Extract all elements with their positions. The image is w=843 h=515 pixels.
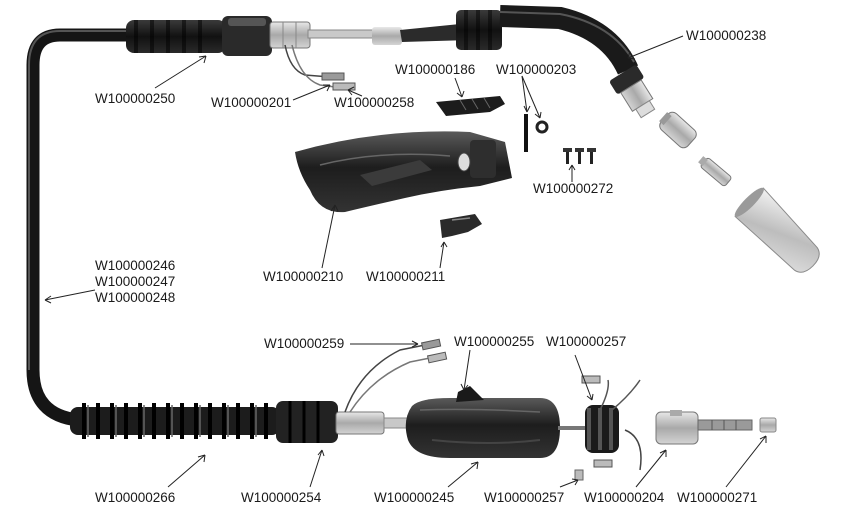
label-w100000258: W100000258 xyxy=(334,95,414,110)
handle-screws xyxy=(563,148,596,164)
cable-connector xyxy=(276,401,421,443)
wire-terminal-259a xyxy=(420,338,442,351)
label-w100000257-bottom: W100000257 xyxy=(484,490,564,505)
cable-hose xyxy=(26,28,147,427)
label-w100000211: W100000211 xyxy=(366,269,445,284)
wire-terminal-258 xyxy=(332,82,356,91)
label-w100000257-top: W100000257 xyxy=(546,334,626,349)
bottom-wire-1 xyxy=(344,344,426,413)
label-w100000255: W100000255 xyxy=(454,334,534,349)
gas-nozzle xyxy=(734,187,820,273)
trigger-detail xyxy=(451,217,471,221)
cable-hose-highlight xyxy=(28,30,140,370)
terminal-pin-257b xyxy=(574,469,584,481)
rear-wire-top xyxy=(599,379,641,411)
retaining-ring xyxy=(535,120,549,134)
wire-terminal-257 xyxy=(581,375,601,384)
label-w100000259: W100000259 xyxy=(264,336,344,351)
label-w100000250: W100000250 xyxy=(95,91,175,106)
terminal-pin-257c xyxy=(593,459,613,468)
label-w100000266: W100000266 xyxy=(95,490,175,505)
rear-handle xyxy=(405,386,560,458)
label-w100000203: W100000203 xyxy=(496,62,576,77)
label-w100000201: W100000201 xyxy=(211,95,291,110)
neck-end-fitting xyxy=(610,65,656,119)
label-w100000245: W100000245 xyxy=(374,490,454,505)
locking-nut xyxy=(585,405,619,453)
label-w100000271: W100000271 xyxy=(677,490,757,505)
torch-handle xyxy=(295,131,512,213)
wire-terminal-259b xyxy=(426,351,448,364)
top-connector-collar xyxy=(269,21,379,49)
top-wire-1 xyxy=(284,44,331,78)
label-w100000210: W100000210 xyxy=(263,269,343,284)
trigger xyxy=(440,214,482,238)
bottom-spring-relief xyxy=(70,403,280,439)
label-w100000254: W100000254 xyxy=(241,490,322,505)
central-rod xyxy=(558,426,598,430)
screw-pin xyxy=(524,114,528,152)
neck-tube xyxy=(372,5,639,75)
label-w100000272: W100000272 xyxy=(533,181,613,196)
wire-terminal-201 xyxy=(321,72,345,81)
rear-wire-bottom xyxy=(624,429,642,471)
label-w100000248: W100000248 xyxy=(95,290,175,305)
label-w100000238: W100000238 xyxy=(686,28,766,43)
connector-body xyxy=(655,410,753,445)
label-w100000204: W100000204 xyxy=(584,490,665,505)
trigger-housing-part xyxy=(436,96,505,116)
tip-holder xyxy=(659,111,697,149)
contact-tip xyxy=(698,156,732,187)
top-wire-2 xyxy=(291,44,336,88)
bottom-wire-2 xyxy=(349,357,431,413)
end-pin xyxy=(759,417,777,433)
trigger-housing-detail xyxy=(459,97,491,111)
label-w100000246: W100000246 xyxy=(95,258,175,273)
label-w100000247: W100000247 xyxy=(95,274,175,289)
leader-lines xyxy=(44,35,767,488)
top-strain-relief xyxy=(126,16,272,56)
label-w100000186: W100000186 xyxy=(395,62,475,77)
